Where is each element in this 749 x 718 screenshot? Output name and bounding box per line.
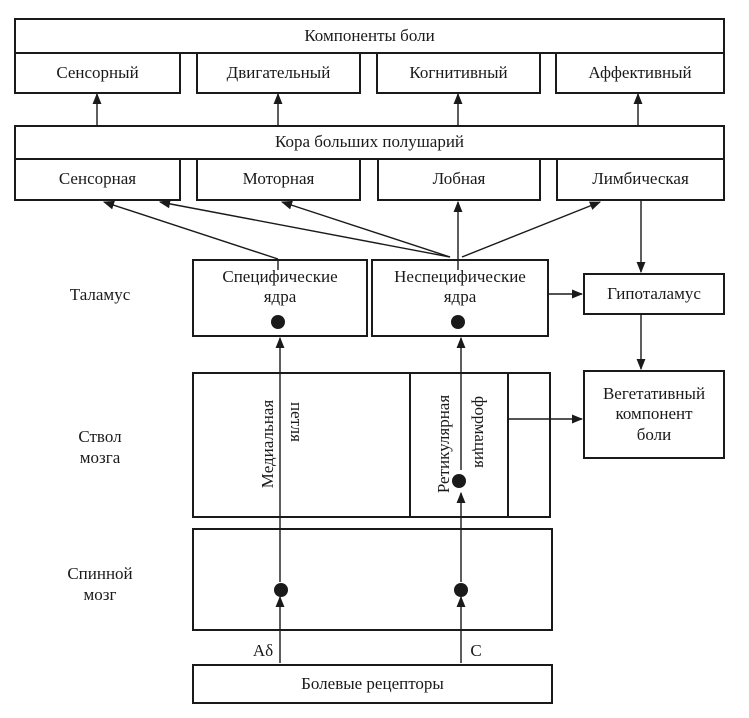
component-label: Аффективный xyxy=(588,62,692,82)
hypothalamus-box: Гипоталамус xyxy=(583,273,725,315)
component-label: Сенсорный xyxy=(56,62,139,82)
synapse-spinal-a-delta xyxy=(274,583,288,597)
level-label-text: мозга xyxy=(79,448,121,468)
level-label-spinal: Спинной мозг xyxy=(50,563,150,606)
level-label-text: Спинной xyxy=(67,564,133,583)
reticular-formation-label-2: формация xyxy=(471,396,490,468)
pain-components-header: Компоненты боли xyxy=(14,18,725,54)
medial-lemniscus-label-2: петля xyxy=(287,402,306,442)
pain-receptors-label: Болевые рецепторы xyxy=(301,673,444,693)
brainstem-box xyxy=(192,372,551,518)
level-label-brainstem: Ствол мозга xyxy=(50,426,150,469)
nuclei-label: ядра xyxy=(263,287,297,307)
thalamus-nonspecific-nuclei: Неспецифические ядра xyxy=(371,259,549,337)
cortex-area-label: Сенсорная xyxy=(58,169,137,189)
vegetative-label: боли xyxy=(636,424,672,444)
cortex-area-motor: Моторная xyxy=(196,158,361,201)
arrow-nonspecific-to-motor xyxy=(280,200,451,258)
component-affective: Аффективный xyxy=(555,52,725,94)
nuclei-label: Неспецифические xyxy=(394,267,526,286)
pain-components-title: Компоненты боли xyxy=(304,25,435,45)
cortex-title: Кора больших полушарий xyxy=(274,132,465,152)
nuclei-label: Специфические xyxy=(222,267,338,286)
reticular-formation-region xyxy=(409,372,509,518)
cortex-area-sensory: Сенсорная xyxy=(14,158,181,201)
cortex-area-label: Лобная xyxy=(432,169,486,189)
fiber-label-a-delta: Aδ xyxy=(248,640,278,661)
thalamus-specific-nuclei: Специфические ядра xyxy=(192,259,368,337)
fiber-label-c: C xyxy=(466,640,486,661)
fiber-label-text: C xyxy=(470,641,482,660)
component-label: Когнитивный xyxy=(409,62,508,82)
level-label-text: мозг xyxy=(83,585,117,605)
hypothalamus-label: Гипоталамус xyxy=(607,283,701,303)
arrow-nonspecific-to-limbic xyxy=(461,201,602,258)
reticular-formation-label-1: Ретикулярная xyxy=(434,394,453,494)
level-label-thalamus: Таламус xyxy=(50,284,150,305)
nuclei-label: ядра xyxy=(443,287,477,307)
vegetative-label: компонент xyxy=(615,404,693,424)
spinal-cord-box xyxy=(192,528,553,631)
cortex-area-limbic: Лимбическая xyxy=(556,158,725,201)
medial-lemniscus-label-1: Медиальная xyxy=(258,399,277,489)
synapse-reticular xyxy=(452,474,466,488)
fiber-label-text: Aδ xyxy=(252,641,274,660)
synapse-spinal-c xyxy=(454,583,468,597)
vegetative-component-box: Вегетативный компонент боли xyxy=(583,370,725,459)
component-label: Двигательный xyxy=(226,62,331,82)
component-motor: Двигательный xyxy=(196,52,361,94)
level-label-text: Таламус xyxy=(69,285,131,304)
pain-receptors-box: Болевые рецепторы xyxy=(192,664,553,704)
component-sensory: Сенсорный xyxy=(14,52,181,94)
synapse-nonspecific-nucleus xyxy=(451,315,465,329)
synapse-specific-nucleus xyxy=(271,315,285,329)
cortex-area-label: Моторная xyxy=(242,169,315,189)
arrow-specific-to-sensory-diag xyxy=(102,200,279,260)
cortex-header: Кора больших полушарий xyxy=(14,125,725,160)
cortex-area-label: Лимбическая xyxy=(592,169,689,189)
level-label-text: Ствол xyxy=(78,427,122,446)
cortex-area-frontal: Лобная xyxy=(377,158,541,201)
component-cognitive: Когнитивный xyxy=(376,52,541,94)
vegetative-label: Вегетативный xyxy=(602,383,706,403)
arrow-nonspecific-to-sensory xyxy=(158,199,451,258)
